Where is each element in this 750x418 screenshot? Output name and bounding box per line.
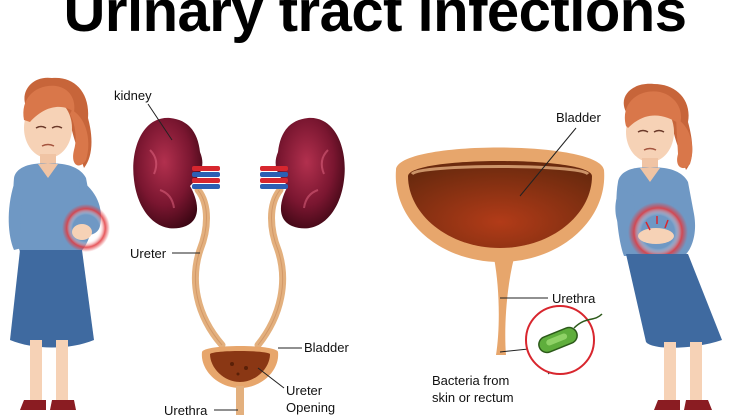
page-title: Urinary tract infections: [63, 0, 687, 44]
woman-left-icon: [8, 77, 110, 410]
label-bladder-small: Bladder: [304, 340, 349, 355]
label-urethra-large: Urethra: [552, 291, 596, 306]
label-ureter-opening-line1: Ureter: [286, 383, 323, 398]
label-bladder-large: Bladder: [556, 110, 601, 125]
woman-right-icon: [615, 83, 722, 410]
label-ureter-opening-line2: Opening: [286, 400, 336, 415]
label-kidney: kidney: [114, 88, 152, 103]
label-ureter: Ureter: [130, 246, 167, 261]
label-bacteria-line2: skin or rectum: [432, 390, 514, 405]
kidneys-icon: [133, 117, 345, 415]
label-bacteria-line1: Bacteria from: [432, 373, 510, 388]
label-urethra-small: Urethra: [164, 403, 208, 418]
leader-lines-left: [147, 103, 302, 411]
bacteria-icon: [525, 305, 603, 375]
bladder-icon: [395, 147, 605, 355]
